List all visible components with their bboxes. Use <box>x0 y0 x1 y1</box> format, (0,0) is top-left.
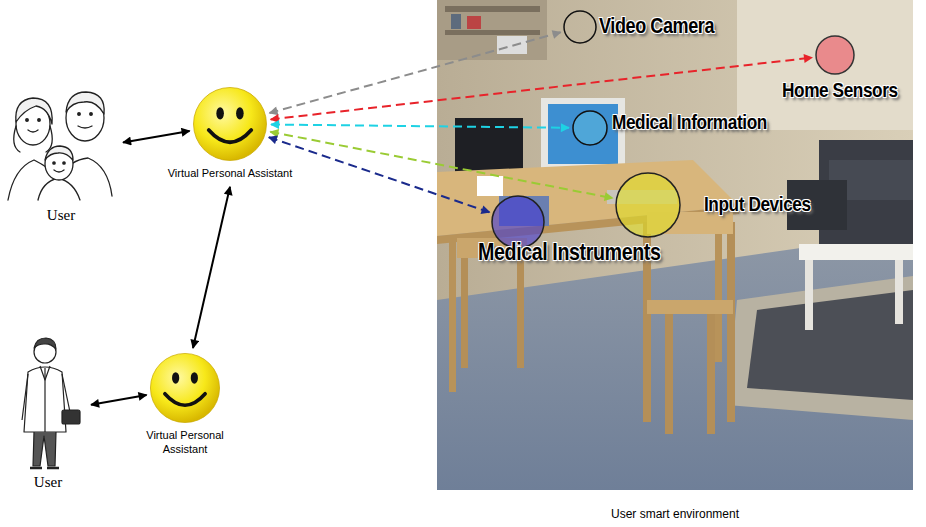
circle-outline <box>563 10 597 44</box>
illustration-part <box>647 300 733 314</box>
user-label: User <box>2 207 120 224</box>
device-label: Input Devices <box>704 192 811 215</box>
illustration-part <box>799 244 913 260</box>
circle-outline <box>572 110 608 146</box>
face-smile <box>165 394 205 406</box>
illustration-part <box>54 170 64 172</box>
face-disc <box>150 353 219 422</box>
connector-arrow <box>271 125 569 128</box>
user-label: User <box>8 474 88 491</box>
circle-outline <box>815 35 855 75</box>
assistant-face: Virtual Personal Assistant <box>155 86 305 183</box>
circle-shape <box>616 173 680 237</box>
face-eye <box>191 372 198 384</box>
circle-shape <box>573 111 607 145</box>
illustration-part <box>665 314 673 434</box>
assistant-face: Virtual Personal Assistant <box>135 352 235 459</box>
smart-environment-photo: User smart environment Video CameraHome S… <box>437 0 913 527</box>
device-label: Home Sensors <box>782 78 898 101</box>
illustration-part <box>45 146 73 160</box>
illustration-part <box>461 258 468 368</box>
doctor-figure <box>22 338 80 468</box>
smiley-face <box>149 352 221 424</box>
illustration-part <box>727 222 735 422</box>
illustration-part <box>747 290 913 400</box>
illustration-part <box>78 113 81 116</box>
illustration-part <box>715 212 722 362</box>
illustration-part <box>38 178 80 200</box>
face-eye <box>216 107 224 119</box>
illustration-part <box>33 432 56 466</box>
illustration-part <box>24 367 66 432</box>
highlight-circle: Input Devices <box>615 172 681 238</box>
illustration-part <box>34 338 56 349</box>
illustration-part <box>449 242 456 392</box>
connector-arrow <box>193 187 230 348</box>
illustration-part <box>28 130 38 132</box>
connector-arrow <box>123 131 190 143</box>
connector-arrow <box>270 32 561 113</box>
smiley-face <box>192 86 268 162</box>
illustration-part <box>66 92 104 114</box>
illustration-part <box>437 232 913 490</box>
user-figure: User <box>8 330 88 495</box>
face-eye <box>236 107 244 119</box>
illustration-part <box>445 6 540 12</box>
illustration-part <box>707 314 715 434</box>
face-disc <box>194 88 267 161</box>
illustration-part <box>38 119 41 122</box>
assistant-label: Virtual Personal Assistant <box>135 429 235 457</box>
illustration-part <box>727 276 913 420</box>
illustration-part <box>517 258 524 368</box>
illustration-part <box>62 410 80 424</box>
illustration-part <box>78 126 92 128</box>
assistant-label: Virtual Personal Assistant <box>155 167 305 181</box>
illustration-part <box>445 30 540 35</box>
illustration-part <box>53 162 55 164</box>
illustration-part <box>477 176 503 196</box>
illustration-part <box>805 260 813 330</box>
illustration-part <box>451 14 461 29</box>
device-label: Medical Instruments <box>478 239 661 265</box>
illustration-part <box>467 16 481 29</box>
connector-arrow <box>270 132 612 198</box>
illustration-part <box>16 98 52 124</box>
highlight-circle: Home Sensors <box>815 35 855 75</box>
highlight-circle: Video Camera <box>563 10 597 44</box>
illustration-part <box>497 36 527 54</box>
user-figure: User <box>2 78 120 228</box>
connector-arrow <box>269 137 490 212</box>
illustration-part <box>30 467 59 470</box>
circle-outline <box>615 172 681 238</box>
illustration-part <box>90 113 93 116</box>
illustration-part <box>541 98 625 174</box>
highlight-circle: Medical Instruments <box>491 195 545 249</box>
circle-shape <box>816 36 854 74</box>
face-eye <box>172 372 179 384</box>
illustration-part <box>14 126 20 152</box>
device-label: Medical Information <box>612 110 767 133</box>
illustration-part <box>548 104 618 164</box>
highlight-circle: Medical Information <box>572 110 608 146</box>
illustration-part <box>62 374 70 412</box>
connector-arrow <box>91 395 147 405</box>
illustration-part <box>22 374 28 420</box>
illustration-part <box>40 366 50 380</box>
circle-shape <box>564 11 596 43</box>
illustration-part <box>26 119 29 122</box>
face-smile <box>209 130 252 142</box>
device-label: Video Camera <box>599 14 714 38</box>
photo-caption: User smart environment <box>437 507 913 521</box>
illustration-part <box>895 260 903 324</box>
illustration-part <box>63 162 65 164</box>
family-figure <box>8 92 112 200</box>
